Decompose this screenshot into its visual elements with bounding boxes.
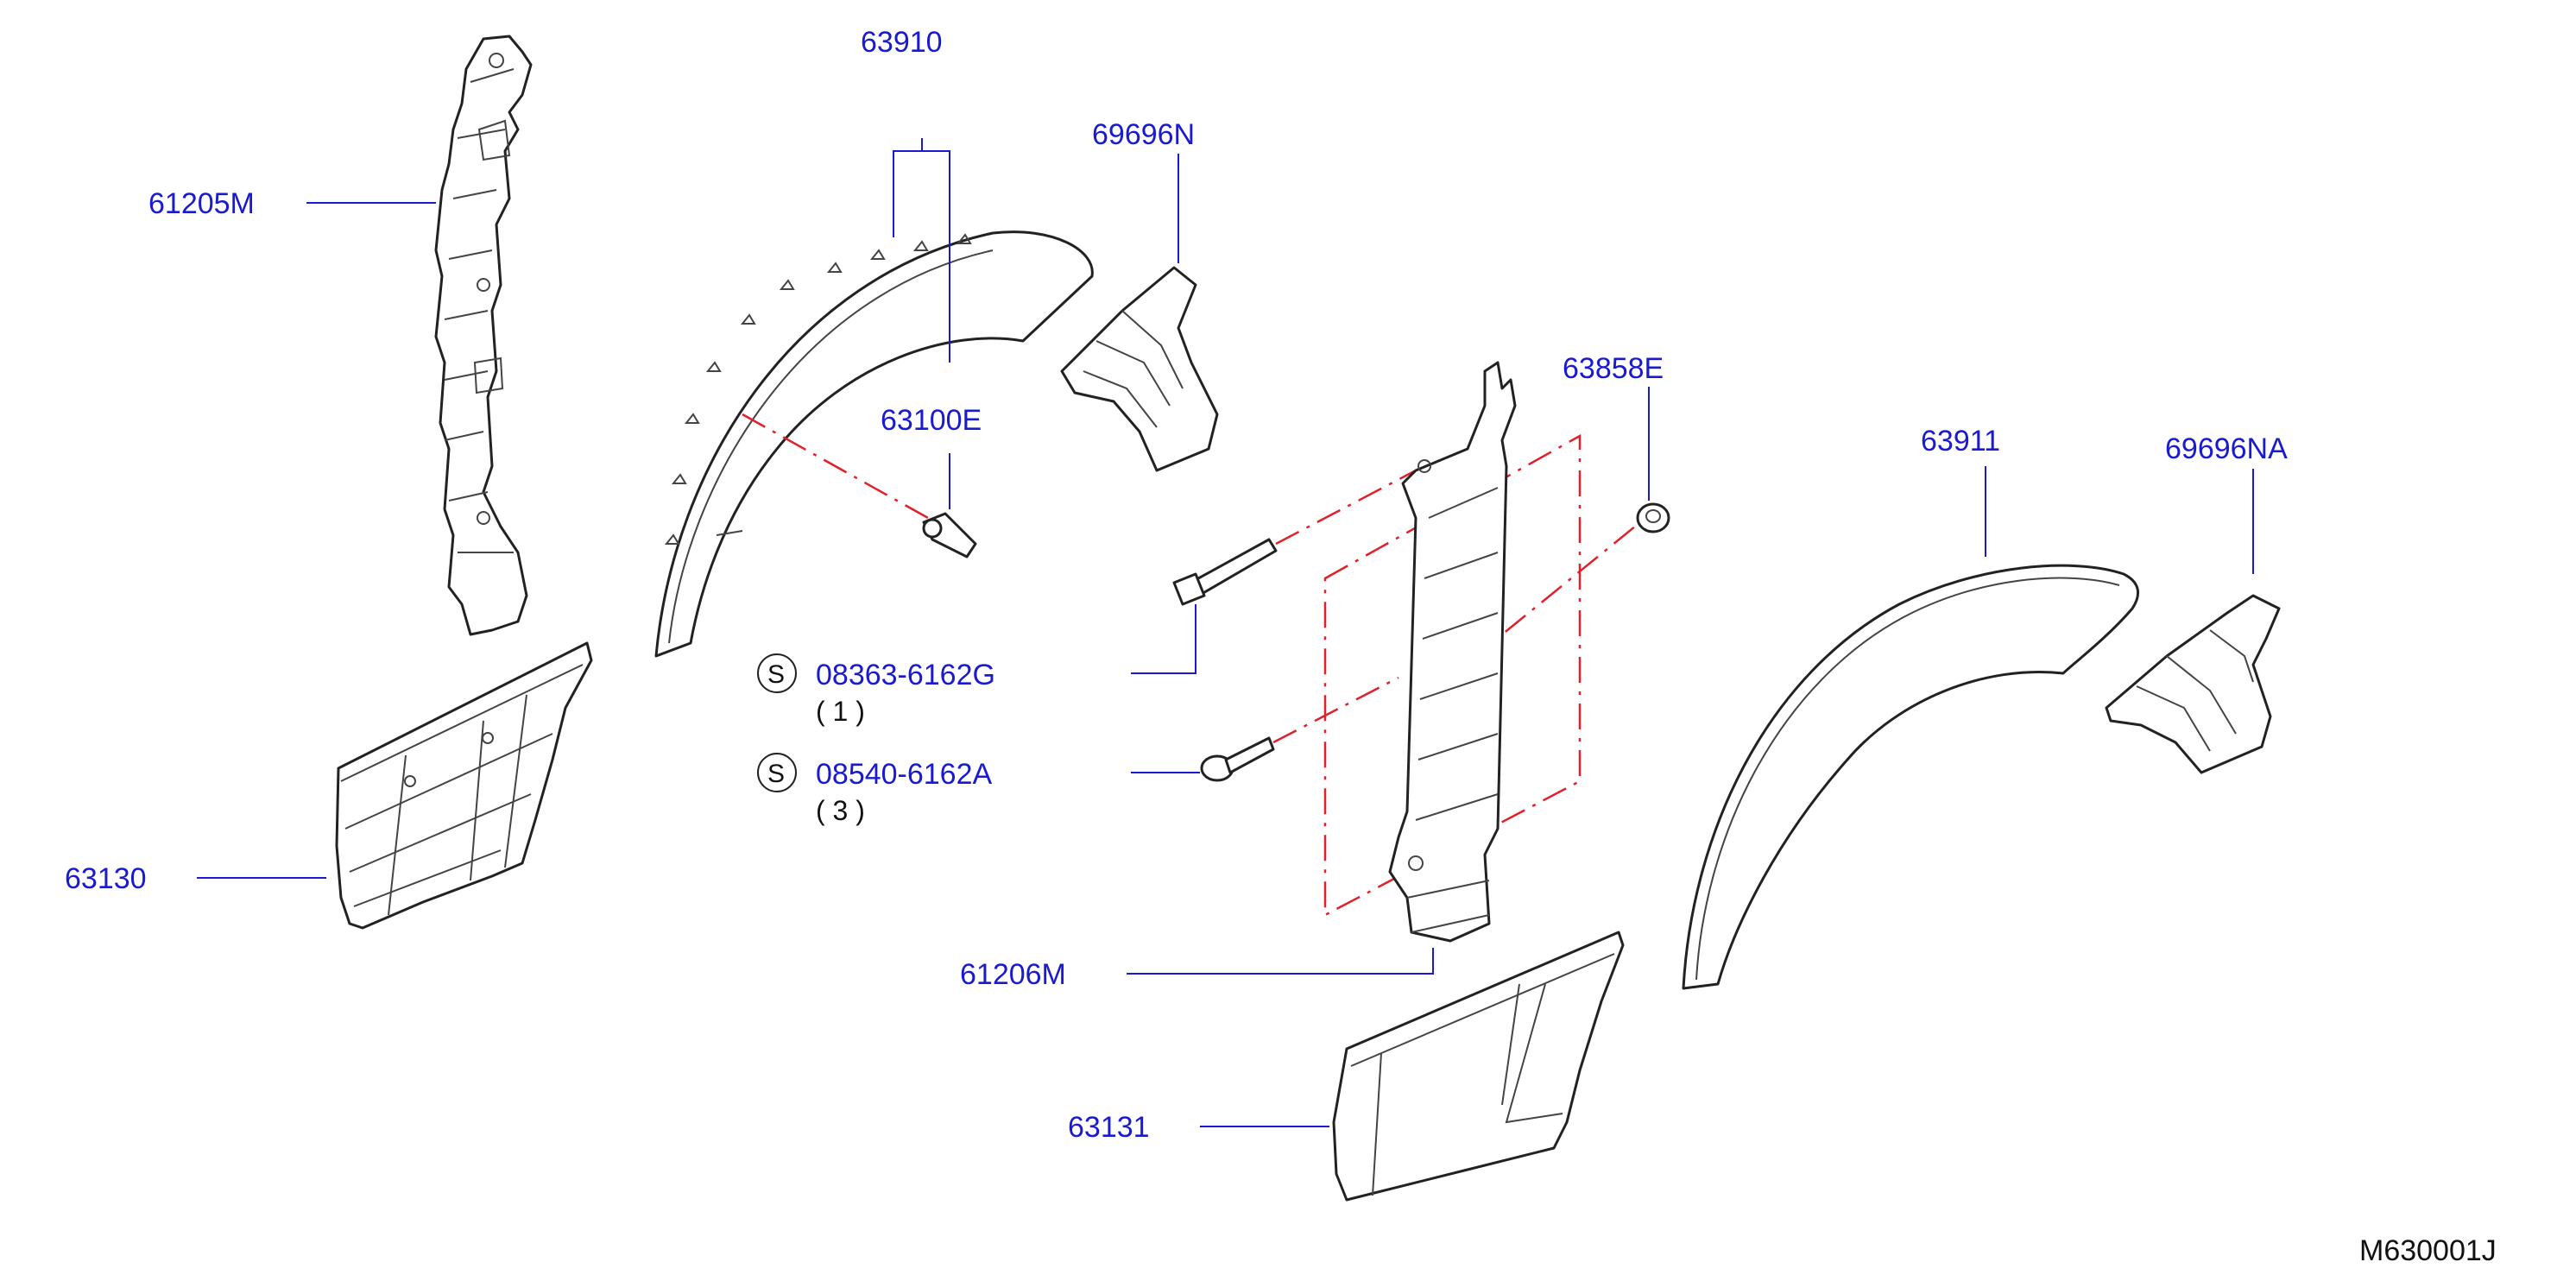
- dash-bolt: [1275, 469, 1417, 546]
- part-63911-drawing: [1682, 564, 2140, 990]
- screw-drawing: [1200, 736, 1275, 782]
- dash-63100e: [742, 413, 929, 520]
- label-63131: 63131: [1068, 1111, 1150, 1144]
- drawing-code: M630001J: [2359, 1234, 2497, 1267]
- bolt-drawing: [1172, 538, 1278, 606]
- fastener-08540-qty: ( 3 ): [816, 795, 865, 826]
- part-63100e-clip: [922, 512, 977, 558]
- part-63858e-drawing: [1636, 502, 1670, 533]
- label-63100e: 63100E: [881, 404, 982, 437]
- part-61206m-drawing: [1388, 361, 1517, 943]
- s-symbol-1: [757, 653, 797, 693]
- part-69696n-drawing: [1060, 266, 1219, 472]
- s-symbol-2: [757, 753, 797, 792]
- label-63858e: 63858E: [1563, 352, 1664, 385]
- s-symbol-1-text: S: [767, 660, 785, 689]
- dash-grommet: [1432, 521, 1641, 691]
- part-61205m-drawing: [434, 35, 533, 636]
- fastener-08363: S 08363-6162G ( 1 ): [757, 653, 995, 727]
- label-69696na: 69696NA: [2165, 432, 2288, 465]
- label-63911: 63911: [1921, 425, 2000, 458]
- part-63910-drawing: [654, 230, 1094, 658]
- label-69696n: 69696N: [1092, 118, 1195, 151]
- part-63130-drawing: [335, 641, 593, 930]
- dash-screw: [1272, 676, 1399, 744]
- leader-61206m: [1127, 948, 1434, 975]
- fastener-08363-qty: ( 1 ): [816, 696, 865, 727]
- part-69696na-drawing: [2105, 594, 2281, 774]
- fastener-08540-part-no: 08540-6162A: [816, 758, 993, 791]
- part-63131-drawing: [1332, 931, 1625, 1202]
- label-61205m: 61205M: [148, 187, 255, 220]
- label-61206m: 61206M: [960, 958, 1066, 991]
- fastener-08363-part-no: 08363-6162G: [816, 659, 995, 691]
- s-symbol-2-text: S: [767, 760, 785, 788]
- fastener-08540: S 08540-6162A ( 3 ): [757, 753, 993, 826]
- leader-08363: [1131, 604, 1196, 674]
- label-63130: 63130: [65, 862, 147, 895]
- label-63910: 63910: [861, 26, 943, 59]
